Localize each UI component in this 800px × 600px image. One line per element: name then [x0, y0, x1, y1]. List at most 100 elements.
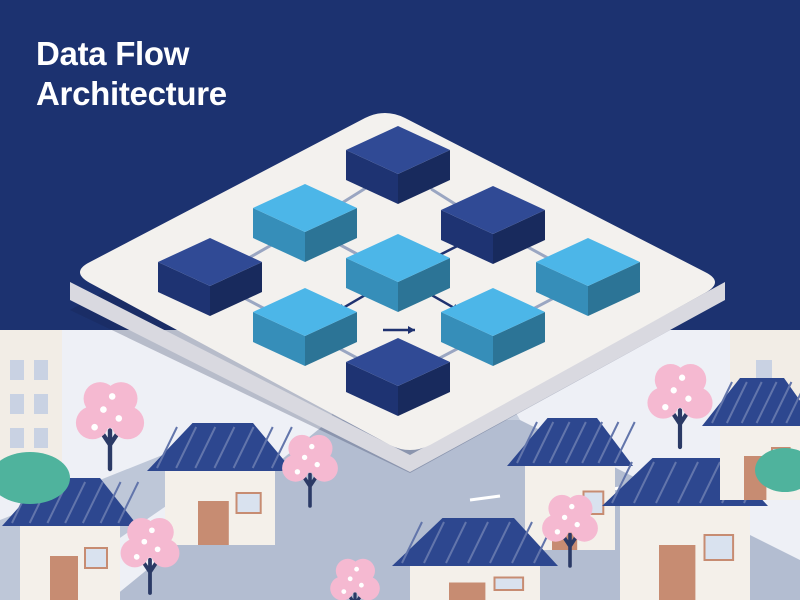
- roof-tile-line: [633, 461, 655, 504]
- storage-block-icon: [346, 338, 450, 386]
- cube-right-face: [210, 262, 262, 316]
- tree-flower: [149, 527, 155, 534]
- roof-tile-line: [725, 381, 748, 424]
- tree-flower: [294, 469, 301, 475]
- storage-block-icon: [441, 186, 545, 234]
- roof-tile-line: [785, 392, 800, 424]
- tree-blossom: [351, 558, 375, 583]
- diagram-nodes: [158, 126, 640, 416]
- roof-tile-line: [597, 421, 620, 464]
- tree-flower: [108, 393, 116, 400]
- roof-tile-line: [532, 421, 555, 464]
- cherry-tree: [282, 434, 338, 508]
- tree-flower: [115, 415, 123, 422]
- storage-block-icon: [346, 234, 450, 282]
- building-window: [703, 534, 735, 561]
- tower-window: [10, 394, 24, 414]
- cherry-tree: [647, 364, 713, 450]
- diagram-node-n3: [441, 186, 545, 264]
- roof-tile-line: [740, 381, 763, 424]
- tower-window: [10, 360, 24, 380]
- tree-flower: [561, 514, 568, 521]
- tree-flower: [554, 529, 561, 535]
- storage-block-icon: [253, 184, 357, 232]
- diagram-node-n5: [346, 234, 450, 312]
- storage-block-icon: [441, 288, 545, 336]
- roof-tile-line: [511, 521, 533, 564]
- roof-tile-line: [581, 421, 604, 464]
- tree-flower: [301, 454, 308, 461]
- roof-tile-line: [564, 421, 587, 464]
- cube-left-face: [441, 210, 493, 264]
- diagram-node-n1: [346, 126, 450, 204]
- left-tower: [0, 330, 62, 480]
- roof-tile-line: [489, 521, 511, 564]
- tree-flower: [359, 582, 364, 588]
- roof-tile-line: [99, 481, 122, 524]
- tower-window: [34, 394, 48, 414]
- cube-right-face: [493, 210, 545, 264]
- roof-tile-line: [232, 426, 255, 469]
- roof-tile-line: [175, 426, 198, 469]
- diagram-node-n9: [346, 338, 450, 416]
- cube-right-face: [398, 150, 450, 204]
- roof-tile-line: [401, 521, 423, 564]
- tree-flower: [133, 554, 140, 560]
- storage-block-icon: [536, 238, 640, 286]
- tree-flower: [100, 406, 107, 413]
- tower-window: [34, 360, 48, 380]
- roof-tile-line: [613, 421, 636, 464]
- tree-flower: [341, 589, 347, 594]
- house-right: [602, 458, 768, 600]
- bush: [755, 448, 800, 492]
- building-window: [84, 547, 108, 569]
- cube-left-face: [158, 262, 210, 316]
- tree-flower: [678, 374, 686, 381]
- tower-window: [756, 360, 772, 382]
- cherry-tree: [120, 517, 180, 595]
- cube-left-face: [346, 150, 398, 204]
- tree-blossom: [145, 517, 174, 547]
- tree-blossom: [104, 382, 138, 416]
- page-title: Data Flow Architecture: [36, 34, 227, 114]
- roof-tile-line: [711, 381, 733, 424]
- roof-tile-line: [64, 481, 87, 524]
- tree-flower: [670, 387, 677, 394]
- tree-flower: [309, 443, 315, 450]
- tower-window: [34, 428, 48, 448]
- house-center-left: [147, 423, 293, 545]
- building-window: [493, 576, 525, 591]
- roof-tile-line: [213, 426, 236, 469]
- diagram-node-n6: [536, 238, 640, 316]
- roof-tile-line: [770, 381, 793, 424]
- cube-right-face: [398, 258, 450, 312]
- tree-flower: [662, 403, 669, 411]
- building-door: [449, 582, 486, 600]
- cube-right-face: [305, 312, 357, 366]
- tree-flower: [685, 395, 692, 402]
- cube-left-face: [346, 362, 398, 416]
- bush: [0, 452, 70, 504]
- storage-block-icon: [253, 288, 357, 336]
- tree-flower: [574, 521, 580, 528]
- roof-tile-line: [467, 521, 489, 564]
- tree-flower: [154, 546, 161, 553]
- title-line-2: Architecture: [36, 75, 227, 112]
- diagram-node-n8: [441, 288, 545, 366]
- building-door: [659, 545, 696, 600]
- tree-blossom: [674, 364, 707, 396]
- roof-tile-line: [117, 481, 140, 524]
- roof-tile-line: [516, 421, 538, 464]
- lane-mark: [469, 494, 501, 502]
- cherry-tree: [330, 558, 380, 600]
- roof-tile-line: [251, 426, 274, 469]
- storage-block-icon: [158, 238, 262, 286]
- cherry-tree: [75, 382, 145, 472]
- tree-flower: [91, 423, 98, 431]
- flow-arrow-head: [408, 326, 415, 334]
- cube-left-face: [536, 262, 588, 316]
- building-door: [50, 556, 78, 600]
- roof-tile-line: [655, 461, 677, 504]
